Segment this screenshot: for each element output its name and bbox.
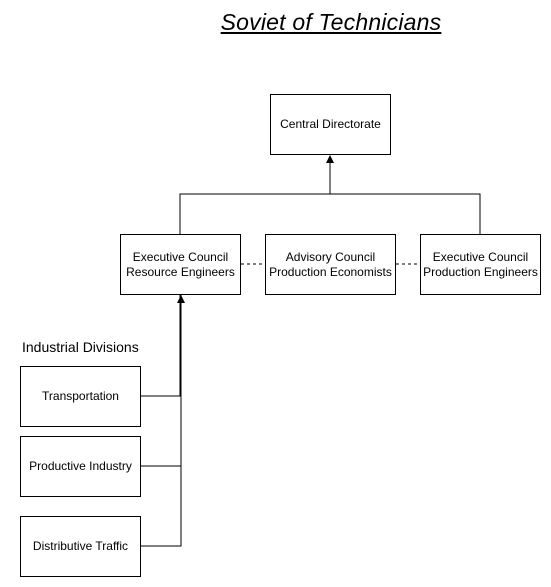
transportation-label: Transportation bbox=[42, 389, 119, 403]
distributive-traffic-label: Distributive Traffic bbox=[32, 539, 129, 553]
productive-industry-box: Productive Industry bbox=[20, 436, 141, 497]
transportation-connector bbox=[141, 294, 181, 397]
advisory-council-production-economists-label: Advisory Council Production Economists bbox=[269, 249, 392, 279]
transportation-box: Transportation bbox=[20, 366, 141, 427]
executive-council-resource-engineers-box: Executive Council Resource Engineers bbox=[120, 234, 241, 295]
executive-council-production-engineers-label: Executive Council Production Engineers bbox=[423, 249, 538, 279]
industrial-divisions-heading: Industrial Divisions bbox=[22, 339, 139, 355]
productive-industry-label: Productive Industry bbox=[29, 459, 132, 473]
advisory-council-production-economists-box: Advisory Council Production Economists bbox=[265, 234, 396, 295]
executive-council-production-engineers-box: Executive Council Production Engineers bbox=[420, 234, 541, 295]
executive-council-resource-engineers-label: Executive Council Resource Engineers bbox=[126, 249, 235, 279]
diagram-title: Soviet of Technicians bbox=[220, 9, 442, 35]
distributive-traffic-box: Distributive Traffic bbox=[20, 516, 141, 577]
central-directorate-box: Central Directorate bbox=[270, 94, 391, 155]
productive-industry-connector bbox=[141, 294, 182, 467]
central-directorate-label: Central Directorate bbox=[280, 117, 381, 131]
distributive-traffic-connector bbox=[141, 295, 185, 547]
council-to-directorate-connector bbox=[179, 156, 481, 234]
